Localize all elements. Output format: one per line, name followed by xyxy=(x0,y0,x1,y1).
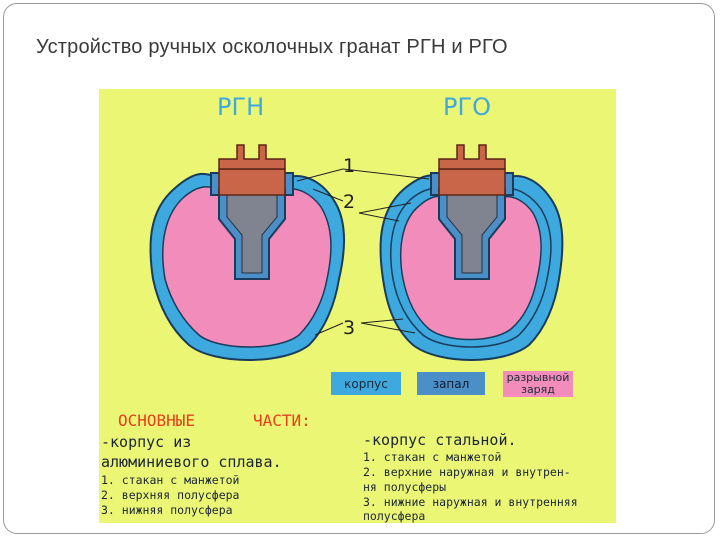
rgo-cap xyxy=(438,168,506,196)
parts-left-item-1: 1. стакан с манжетой xyxy=(101,473,240,487)
grenade-drawing xyxy=(149,144,564,361)
parts-right-item-3: ня полусферы xyxy=(363,480,447,494)
number-2: 2 xyxy=(343,191,356,213)
parts-left-line2: алюминиевого сплава. xyxy=(101,453,282,471)
parts-left-item-3: 3. нижняя полусфера xyxy=(101,503,233,517)
rgn-cap xyxy=(218,168,286,196)
leader-lines xyxy=(296,168,430,336)
parts-right-item-4: 3. нижние наружная и внутренняя xyxy=(363,495,578,509)
grenade-diagram: РГН РГО 1 2 3 корпус запал разрывной зар… xyxy=(99,89,616,523)
parts-right-item-5: полусфера xyxy=(363,509,426,523)
rgo-cap-teeth xyxy=(438,144,506,170)
legend-fuse: запал xyxy=(417,372,485,395)
slide-title: Устройство ручных осколочных гранат РГН … xyxy=(36,36,508,58)
label-rgn: РГН xyxy=(217,93,265,121)
parts-right-line1: -корпус стальной. xyxy=(363,431,517,449)
rgn-cup-inner xyxy=(226,194,278,274)
rgn-cap-teeth xyxy=(218,144,286,170)
parts-heading-right: ЧАСТИ: xyxy=(253,411,311,430)
leader-1-right xyxy=(342,168,430,180)
legend-charge-line1: разрывной xyxy=(506,371,570,384)
parts-heading-left: ОСНОВНЫЕ xyxy=(118,411,196,430)
legend-corpus: корпус xyxy=(331,372,401,395)
parts-left-item-2: 2. верхняя полусфера xyxy=(101,488,240,502)
legend-charge: разрывной заряд xyxy=(503,371,573,397)
parts-right-item-2: 2. верхние наружная и внутрен- xyxy=(363,465,571,479)
number-1: 1 xyxy=(343,155,356,177)
label-rgo: РГО xyxy=(443,93,491,121)
leader-2-left xyxy=(312,188,344,202)
leader-2-right-b xyxy=(358,212,400,222)
leader-1-left xyxy=(296,168,344,182)
leader-2-right-a xyxy=(358,202,412,214)
legend-charge-line2: заряд xyxy=(521,383,555,396)
leader-3-right-b xyxy=(360,318,404,324)
parts-right-item-1: 1. стакан с манжетой xyxy=(363,450,502,464)
rgo-cup-inner xyxy=(446,194,498,274)
leader-3-left xyxy=(314,322,344,336)
leader-3-right-a xyxy=(360,322,416,334)
number-3: 3 xyxy=(343,317,356,339)
slide-frame xyxy=(3,3,715,534)
parts-left-line1: -корпус из xyxy=(101,433,192,451)
rgo-grenade xyxy=(379,144,564,361)
rgn-grenade xyxy=(149,144,345,361)
